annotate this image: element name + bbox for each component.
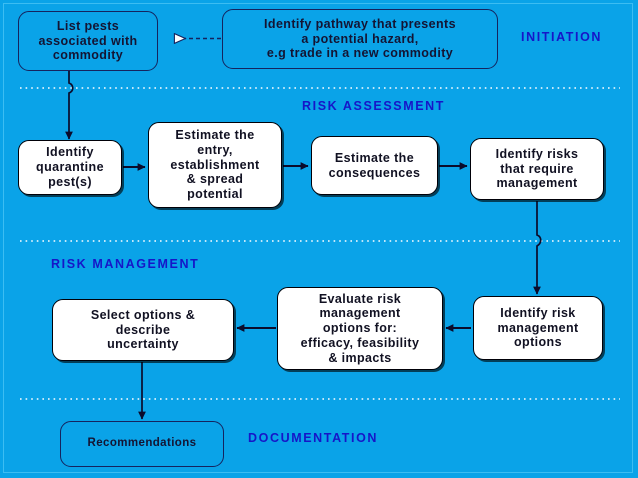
node-estimate-entry-establishment-spread[interactable]: Estimate the entry, establishment & spre… xyxy=(148,122,282,208)
node-estimate-consequences[interactable]: Estimate the consequences xyxy=(311,136,438,195)
node-recommendations[interactable]: Recommendations xyxy=(60,421,224,467)
node-estimate-consequences-label: Estimate the consequences xyxy=(328,150,421,180)
node-recommendations-label: Recommendations xyxy=(87,437,197,450)
node-identify-risks-label: Identify risks that require management xyxy=(495,146,579,191)
node-identify-risks-requiring-management[interactable]: Identify risks that require management xyxy=(470,138,604,200)
section-label-risk-management: RISK MANAGEMENT xyxy=(51,257,200,271)
node-identify-pathway[interactable]: Identify pathway that presents a potenti… xyxy=(222,9,498,69)
node-select-options-describe-uncertainty[interactable]: Select options & describe uncertainty xyxy=(52,299,234,361)
section-label-risk-assessment: RISK ASSESSMENT xyxy=(302,99,446,113)
node-identify-pathway-label: Identify pathway that presents a potenti… xyxy=(264,16,456,61)
node-identify-risk-management-options-label: Identify risk management options xyxy=(497,305,579,350)
node-list-pests[interactable]: List pests associated with commodity xyxy=(18,11,158,71)
node-estimate-entry-label: Estimate the entry, establishment & spre… xyxy=(170,128,260,202)
section-label-initiation: INITIATION xyxy=(521,30,603,44)
connector-list-to-quarantine xyxy=(65,71,74,140)
node-identify-quarantine-pests[interactable]: Identify quarantine pest(s) xyxy=(18,140,122,195)
node-evaluate-options-label: Evaluate risk management options for: ef… xyxy=(300,291,420,365)
connector-risks-to-options xyxy=(533,201,542,295)
node-identify-quarantine-pests-label: Identify quarantine pest(s) xyxy=(36,145,104,189)
node-evaluate-risk-management-options[interactable]: Evaluate risk management options for: ef… xyxy=(277,287,443,370)
node-identify-risk-management-options[interactable]: Identify risk management options xyxy=(473,296,603,360)
node-list-pests-label: List pests associated with commodity xyxy=(38,18,138,63)
section-label-documentation: DOCUMENTATION xyxy=(248,431,379,445)
node-select-options-label: Select options & describe uncertainty xyxy=(90,307,196,352)
